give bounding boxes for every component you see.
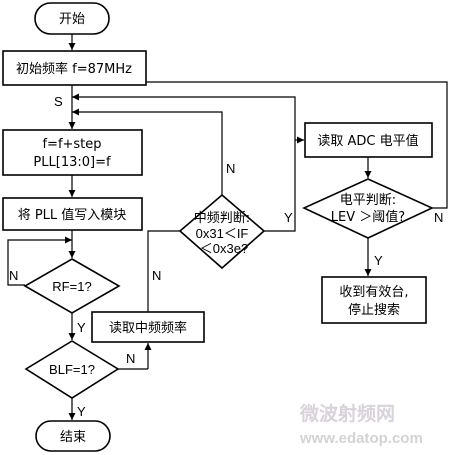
branch-label-rf-yes: Y [77, 320, 86, 335]
watermark-title: 微波射频网 [299, 402, 395, 425]
if-label-line2: 0x31＜IF [196, 226, 249, 241]
found-label-line2: 停止搜索 [348, 302, 400, 318]
start-label: 开始 [59, 12, 85, 27]
watermark-url: www.edatop.com [299, 430, 423, 447]
loop-if-yes-to-adc [72, 93, 296, 232]
line-read-if-to-judge [147, 230, 180, 312]
end-node: 结束 [35, 420, 111, 452]
start-terminal [34, 2, 110, 35]
blf-diamond [24, 340, 120, 399]
branch-label-if-no-side: N [152, 268, 161, 283]
if-label-line3: ＜0x3e? [200, 241, 248, 256]
end-terminal [35, 420, 111, 452]
if-decision: 中频判断: 0x31＜IF ＜0x3e? [178, 193, 266, 270]
loop-if-no [72, 108, 223, 195]
level-label-line1: 电平判断: [340, 193, 396, 208]
step-node: f=f+step PLL[13:0]=f [2, 129, 143, 176]
rf-decision: RF=1? [23, 258, 121, 314]
rf-label: RF=1? [52, 279, 91, 294]
read-adc-box [304, 122, 433, 158]
step-label-line2: PLL[13:0]=f [33, 155, 111, 170]
read-if-label: 读取中频频率 [109, 320, 187, 336]
branch-label-if-no-top: N [226, 161, 235, 176]
blf-decision: BLF=1? [24, 340, 120, 399]
end-label: 结束 [60, 430, 86, 445]
if-label-line1: 中频判断: [194, 211, 250, 226]
connectors [7, 34, 448, 420]
found-node: 收到有效台, 停止搜索 [321, 276, 427, 324]
blf-label: BLF=1? [49, 362, 95, 377]
init-freq-box [2, 50, 147, 86]
branch-label-rf-no: N [9, 268, 18, 283]
branch-labels: N Y N Y N N Y N Y [9, 161, 443, 419]
loop-level-no [72, 78, 448, 209]
level-diamond [302, 178, 434, 239]
found-box [321, 276, 427, 324]
loop-rf-no [7, 236, 72, 286]
read-adc-node: 读取 ADC 电平值 [304, 122, 433, 158]
step-box [2, 129, 143, 176]
read-if-node: 读取中频频率 [91, 311, 205, 343]
level-decision: 电平判断: LEV ＞阈值? [302, 178, 434, 239]
write-pll-label: 将 PLL 值写入模块 [18, 207, 127, 223]
read-adc-label: 读取 ADC 电平值 [317, 133, 418, 149]
branch-label-blf-yes: Y [77, 404, 86, 419]
junction-s-label: S [54, 94, 63, 109]
if-diamond [178, 193, 266, 270]
branch-label-blf-no: N [126, 351, 135, 366]
found-label-line1: 收到有效台, [339, 285, 408, 300]
write-pll-box [2, 197, 143, 231]
start-node: 开始 [34, 2, 110, 35]
branch-label-level-yes: Y [374, 253, 383, 268]
step-label-line1: f=f+step [42, 137, 101, 152]
init-freq-node: 初始频率 f=87MHz [2, 50, 147, 86]
init-freq-label: 初始频率 f=87MHz [16, 61, 132, 77]
branch-label-level-no: N [434, 210, 443, 225]
watermark: 微波射频网 www.edatop.com [299, 402, 423, 447]
write-pll-node: 将 PLL 值写入模块 [2, 197, 143, 231]
branch-label-if-yes: Y [284, 210, 293, 225]
level-label-line2: LEV ＞阈值? [331, 209, 405, 225]
rf-diamond [23, 258, 121, 314]
read-if-box [91, 311, 205, 343]
